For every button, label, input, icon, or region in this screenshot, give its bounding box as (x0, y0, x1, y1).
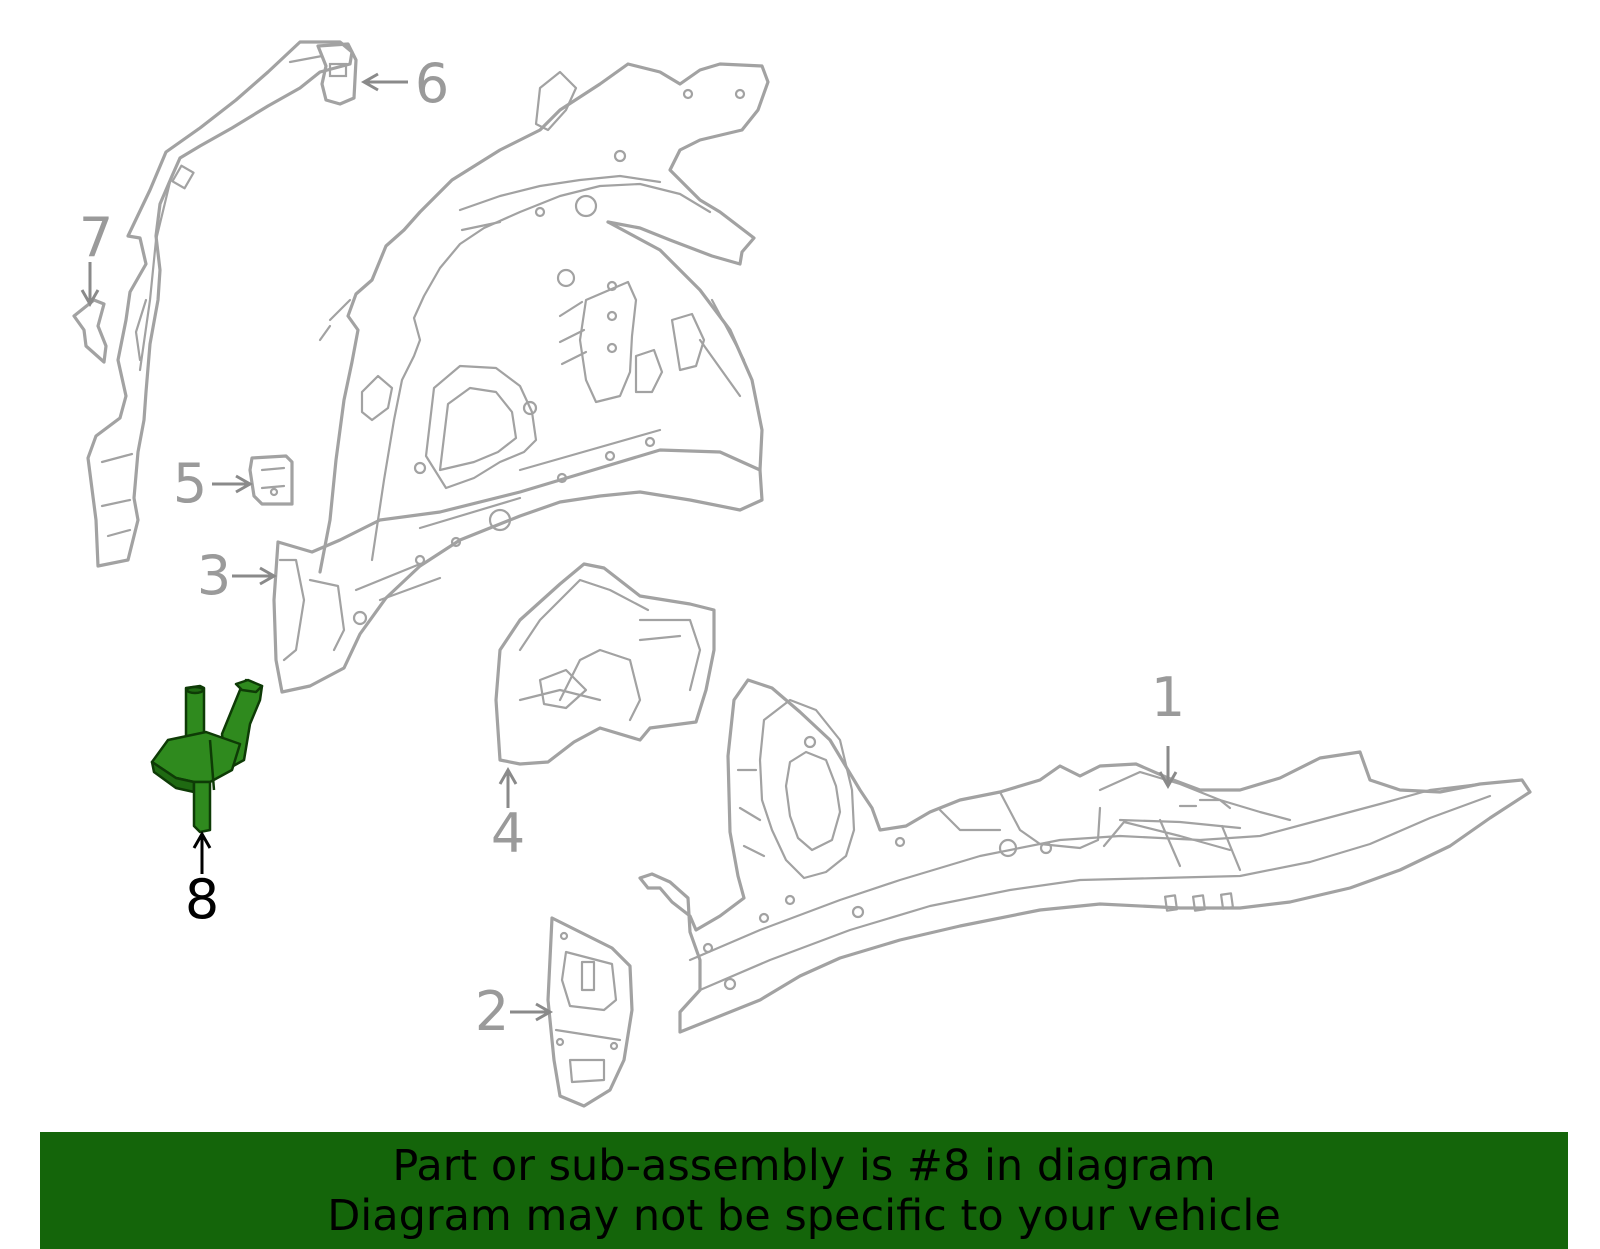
callout-1: 1 (1151, 666, 1185, 729)
part-6-bracket (316, 42, 358, 106)
banner-line-2: Diagram may not be specific to your vehi… (327, 1190, 1281, 1241)
info-banner: Part or sub-assembly is #8 in diagram Di… (40, 1132, 1568, 1249)
callout-6: 6 (415, 52, 449, 115)
callout-7: 7 (79, 206, 113, 269)
part-5-plate (248, 454, 294, 506)
arrowhead-8 (192, 830, 212, 849)
part-7-pillar (86, 40, 354, 568)
arrowhead-7 (80, 289, 100, 308)
part-4-wheelhouse (494, 562, 716, 766)
arrowhead-2 (535, 1002, 554, 1022)
arrowhead-4 (498, 766, 518, 785)
callout-8: 8 (185, 868, 219, 931)
leader-lines (80, 72, 1178, 1022)
banner-line-1: Part or sub-assembly is #8 in diagram (392, 1140, 1216, 1191)
callout-3: 3 (197, 544, 231, 607)
part-2-plate (546, 916, 634, 1108)
callout-4: 4 (491, 802, 525, 865)
part-7-bracket (72, 298, 108, 364)
part-1-rail (638, 678, 1532, 1034)
part-3-apron (272, 62, 770, 694)
callout-5: 5 (173, 452, 207, 515)
arrowhead-5 (235, 474, 254, 494)
arrowhead-3 (259, 566, 278, 586)
arrowhead-6 (360, 72, 379, 92)
part-8-highlighted (150, 678, 264, 834)
callout-2: 2 (475, 980, 509, 1043)
arrowhead-1 (1158, 771, 1178, 790)
